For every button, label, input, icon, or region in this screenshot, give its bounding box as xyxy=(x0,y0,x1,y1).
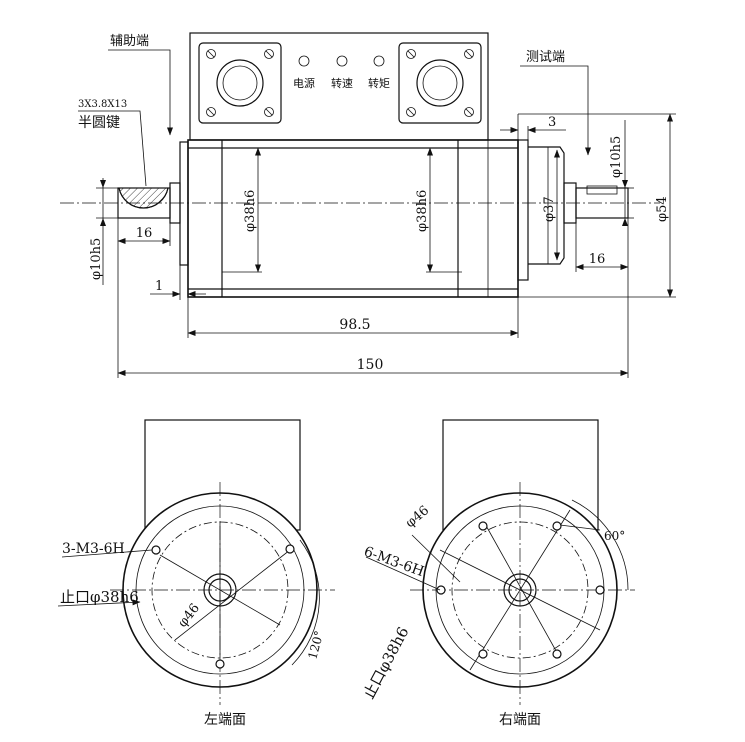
right-shaft xyxy=(563,182,629,224)
body-outline xyxy=(187,139,519,298)
indicator-power: 电源 xyxy=(293,76,315,90)
right-face-hole xyxy=(552,521,562,531)
power-led-icon xyxy=(298,55,310,67)
left-face-spigot-label: 止口φ38h6 xyxy=(60,588,139,606)
label-aux-end: 辅助端 xyxy=(110,34,149,49)
dim-54: φ54 xyxy=(655,196,670,222)
side-view: 电源 转速 转矩 xyxy=(60,32,676,378)
left-face-caption: 左端面 xyxy=(204,712,246,728)
label-half-round-key: 半圆键 xyxy=(78,115,120,131)
right-face-hole xyxy=(478,521,488,531)
dim-10h5-right: φ10h5 xyxy=(609,136,624,178)
label-key-spec: 3X3.8X13 xyxy=(78,99,127,110)
right-face-holes-label: 6-M3-6H xyxy=(362,544,426,580)
left-face-angle: 120° xyxy=(305,629,326,661)
dim-38h6-right: φ38h6 xyxy=(415,190,430,232)
dim-3: 3 xyxy=(548,115,556,130)
dim-37: φ37 xyxy=(542,196,557,222)
dim-10h5-left: φ10h5 xyxy=(89,238,104,280)
left-face-hole xyxy=(151,545,161,555)
label-test-end: 测试端 xyxy=(526,50,565,65)
right-face-pcd-label: φ46 xyxy=(403,503,432,531)
right-face-caption: 右端面 xyxy=(499,712,541,728)
right-connector xyxy=(398,42,482,124)
right-face-spigot-label: 止口φ38h6 xyxy=(360,624,413,702)
dim-38h6-left: φ38h6 xyxy=(243,190,258,232)
left-end-face-view: 120° 3-M3-6H 止口φ38h6 φ46 左端面 xyxy=(57,419,335,728)
right-face-hole xyxy=(436,585,446,595)
indicator-leds: 电源 转速 转矩 xyxy=(293,55,390,90)
dim-150: 150 xyxy=(357,357,384,373)
left-connector xyxy=(198,42,282,124)
dim-16-right: 16 xyxy=(589,252,606,267)
dim-16-left: 16 xyxy=(136,226,153,241)
right-face-hole xyxy=(478,649,488,659)
dim-1: 1 xyxy=(155,279,163,294)
left-shaft xyxy=(117,182,181,224)
left-face-hole xyxy=(285,544,295,554)
right-face-angle: 60° xyxy=(604,529,625,543)
speed-led-icon xyxy=(336,55,348,67)
left-face-hole xyxy=(215,659,225,669)
right-face-hole xyxy=(595,585,605,595)
sensor-body xyxy=(179,139,565,298)
indicator-torque: 转矩 xyxy=(368,76,390,90)
right-end-face-view: 60° φ46 6-M3-6H 止口φ38h6 右端面 xyxy=(360,419,635,728)
torque-led-icon xyxy=(373,55,385,67)
dim-98-5: 98.5 xyxy=(339,317,370,333)
right-face-hole xyxy=(552,649,562,659)
indicator-speed: 转速 xyxy=(331,76,353,90)
